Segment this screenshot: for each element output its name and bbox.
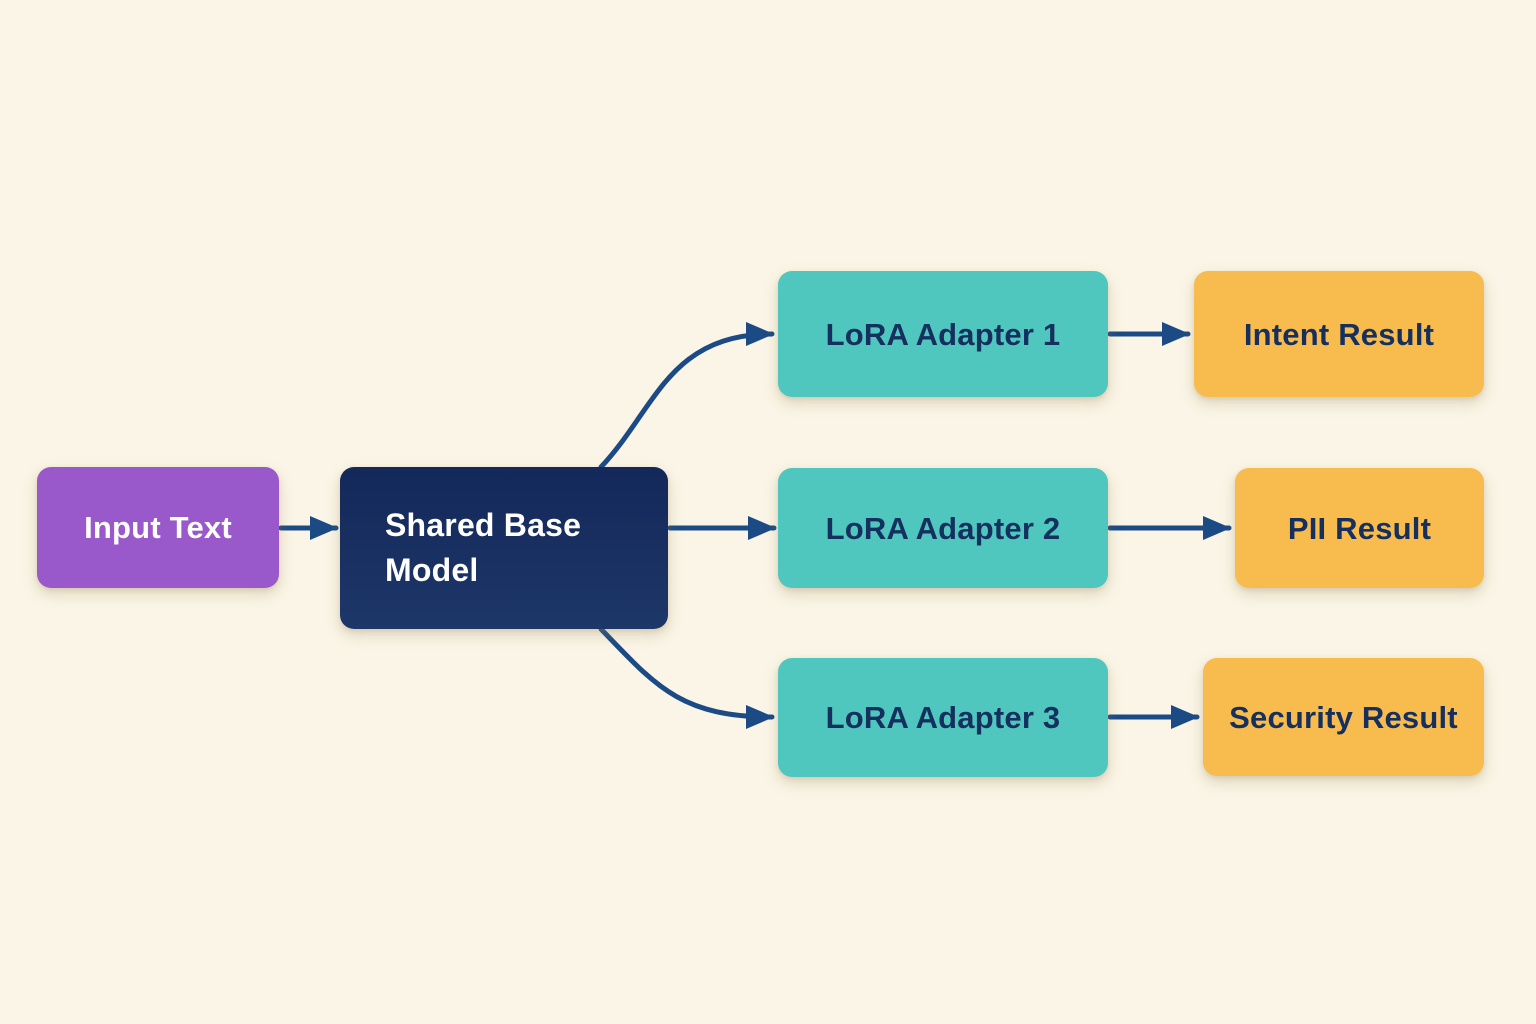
node-input-text: Input Text	[37, 467, 279, 588]
node-shared-base-model-label: Shared Base Model	[385, 507, 582, 588]
node-pii-result-label: PII Result	[1287, 510, 1432, 546]
node-lora-adapter-1: LoRA Adapter 1	[778, 271, 1108, 397]
node-lora-adapter-1-label: LoRA Adapter 1	[825, 316, 1061, 352]
node-pii-result: PII Result	[1235, 468, 1484, 588]
node-intent-result: Intent Result	[1194, 271, 1484, 397]
node-security-result: Security Result	[1203, 658, 1484, 776]
edge-base-to-adapter1	[598, 322, 775, 470]
edge-base-to-adapter3	[598, 626, 775, 729]
node-lora-adapter-2-label: LoRA Adapter 2	[825, 510, 1061, 546]
node-lora-adapter-2: LoRA Adapter 2	[778, 468, 1108, 588]
node-security-result-label: Security Result	[1229, 699, 1458, 735]
node-lora-adapter-3: LoRA Adapter 3	[778, 658, 1108, 777]
node-intent-result-label: Intent Result	[1243, 316, 1435, 352]
node-lora-adapter-3-label: LoRA Adapter 3	[825, 700, 1061, 735]
node-input-text-label: Input Text	[84, 510, 232, 545]
node-shared-base-model: Shared Base Model	[340, 467, 668, 629]
